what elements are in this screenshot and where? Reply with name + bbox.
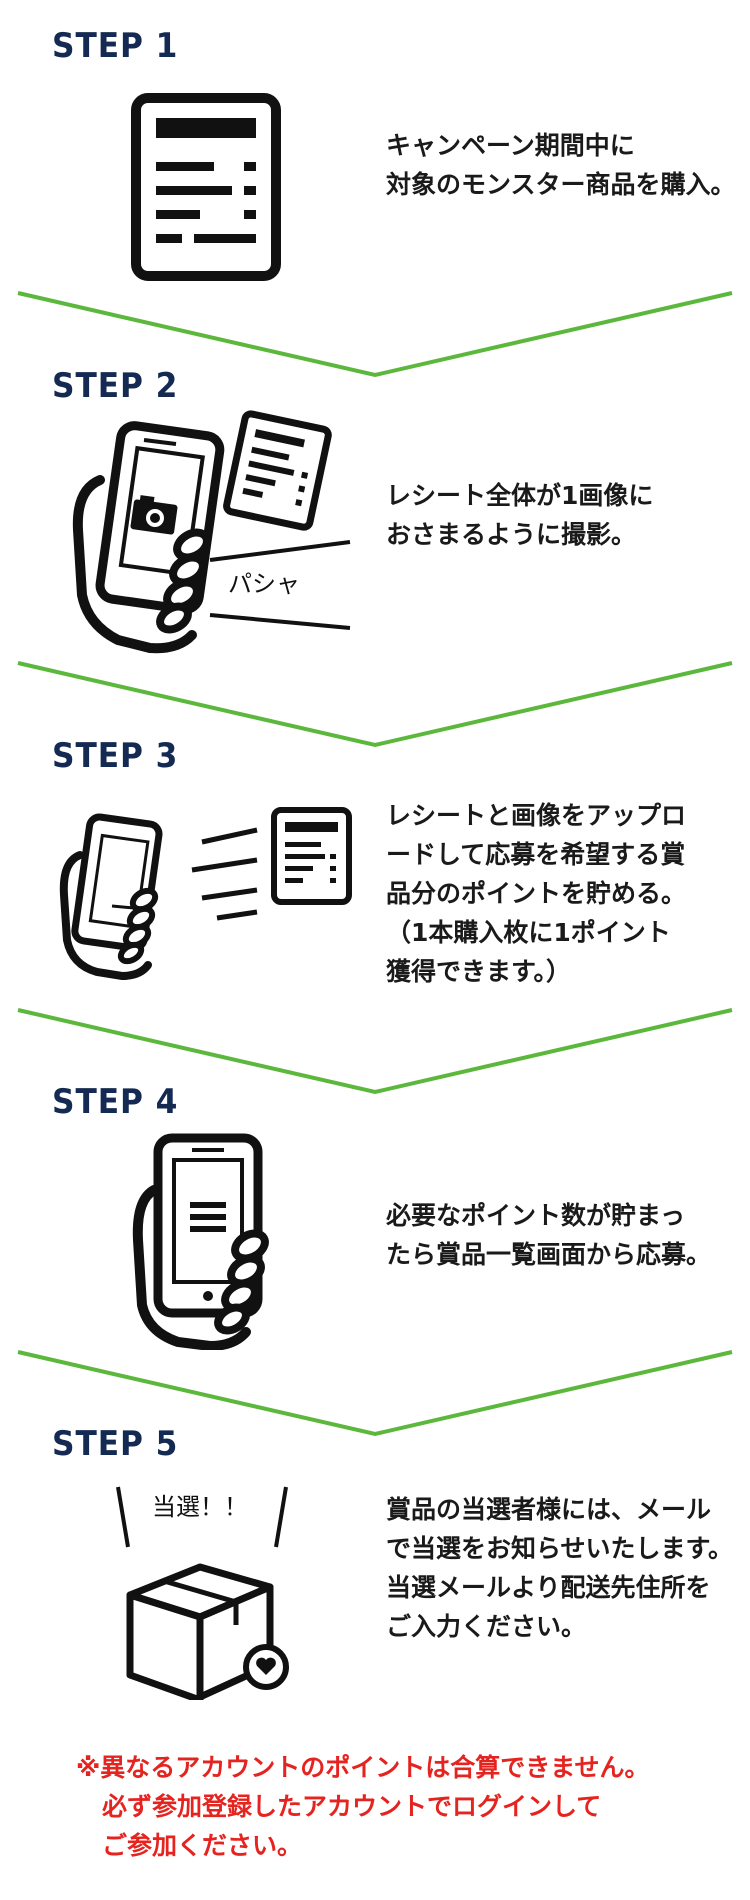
step-2-line-1: レシート全体が1画像に: [386, 481, 654, 510]
step-4-text: 必要なポイント数が貯まっ たら賞品一覧画面から応募。: [386, 1196, 746, 1274]
step-5-line-1: 賞品の当選者様には、メール: [386, 1495, 712, 1524]
step-4-title: STEP 4: [52, 1082, 179, 1122]
step-5-title: STEP 5: [52, 1424, 179, 1464]
win-caption: 当選！！: [152, 1493, 248, 1521]
step-3-title: STEP 3: [52, 736, 179, 776]
step-3-line-5: 獲得できます。）: [386, 957, 572, 986]
step-1-title: STEP 1: [52, 26, 179, 66]
step-2-line-2: おさまるように撮影。: [386, 520, 637, 549]
step-2-title: STEP 2: [52, 366, 179, 406]
step-2-text: レシート全体が1画像に おさまるように撮影。: [386, 476, 746, 554]
notice-line-1: ※異なるアカウントのポイントは合算できません。: [76, 1753, 650, 1782]
step-5-line-3: 当選メールより配送先住所を: [386, 1573, 711, 1602]
step-divider-2: [17, 661, 733, 748]
step-5-line-2: で当選をお知らせいたします。: [386, 1534, 734, 1563]
receipt-icon: [131, 93, 281, 281]
step-divider-1: [17, 291, 733, 378]
step-3-line-4: （1本購入枚に1ポイント: [386, 918, 671, 947]
step-divider-4: [17, 1350, 733, 1437]
notice-line-3: ご参加ください。: [102, 1831, 303, 1860]
account-notice: ※異なるアカウントのポイントは合算できません。 必ず参加登録したアカウントでログ…: [76, 1748, 650, 1865]
step-4-line-1: 必要なポイント数が貯まっ: [386, 1201, 686, 1230]
step-1-line-1: キャンペーン期間中に: [386, 131, 635, 160]
step-1-line-2: 対象のモンスター商品を購入。: [386, 170, 736, 199]
phone-camera-icon: パシャ: [72, 410, 351, 654]
step-3-line-2: ードして応募を希望する賞: [386, 840, 686, 869]
notice-line-2: 必ず参加登録したアカウントでログインして: [102, 1792, 602, 1821]
phone-menu-icon: [132, 1133, 269, 1350]
gift-box-icon: 当選！！: [116, 1486, 289, 1700]
step-3-text: レシートと画像をアップロ ードして応募を希望する賞 品分のポイントを貯める。 （…: [386, 796, 746, 991]
step-4-line-2: たら賞品一覧画面から応募。: [386, 1240, 712, 1269]
step-3-line-1: レシートと画像をアップロ: [386, 801, 687, 830]
shutter-caption: パシャ: [228, 570, 300, 598]
step-5-line-4: ご入力ください。: [386, 1612, 587, 1641]
step-1-text: キャンペーン期間中に 対象のモンスター商品を購入。: [386, 126, 746, 204]
step-5-text: 賞品の当選者様には、メール で当選をお知らせいたします。 当選メールより配送先住…: [386, 1490, 746, 1646]
step-3-line-3: 品分のポイントを貯める。: [386, 879, 687, 908]
phone-upload-icon: [59, 807, 352, 980]
step-divider-3: [17, 1008, 733, 1095]
